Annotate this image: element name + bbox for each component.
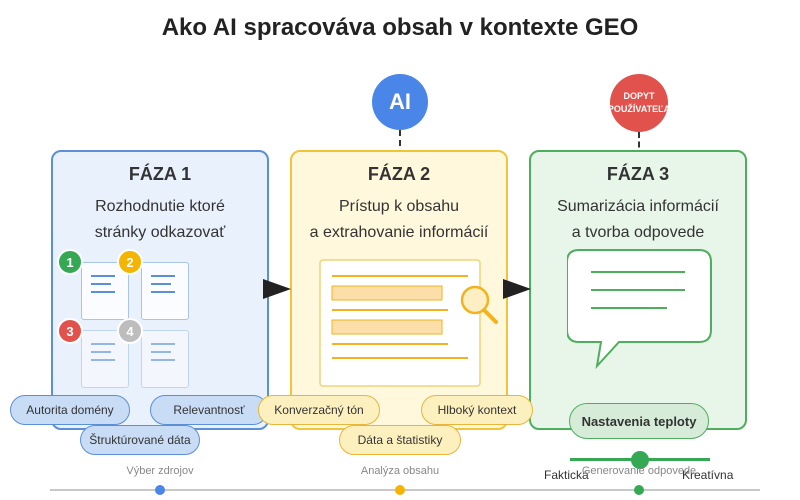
phase-1-desc-line2: stránky odkazovať (94, 224, 226, 241)
rank-badge-4: 4 (117, 318, 143, 344)
user-query-line2: POUŽÍVATEĽA (610, 104, 668, 114)
temperature-settings-label: Nastavenia teploty (581, 413, 697, 429)
phase-2-card: FÁZA 2 Prístup k obsahu a extrahovanie i… (290, 150, 508, 430)
tag-data-statistics: Dáta a štatistiky (339, 425, 461, 455)
page-title: Ako AI spracováva obsah v kontexte GEO (161, 14, 639, 41)
user-query-line1: DOPYT (623, 91, 655, 101)
phase-1-desc-line1: Rozhodnutie ktoré (95, 198, 225, 215)
temperature-settings-badge: Nastavenia teploty (569, 403, 709, 439)
phase-1-card: FÁZA 1 Rozhodnutie ktoré stránky odkazov… (51, 150, 269, 430)
rank-badge-3: 3 (57, 318, 83, 344)
document-page-icon (141, 262, 189, 320)
rank-badge-2: 2 (117, 249, 143, 275)
document-page-icon (141, 330, 189, 388)
ai-badge-label: AI (389, 89, 411, 114)
tag-conversational-tone: Konverzačný tón (258, 395, 380, 425)
arrow-right-icon (263, 279, 291, 299)
user-query-badge: DOPYT POUŽÍVATEĽA (610, 74, 668, 132)
timeline-label-source-selection: Výber zdrojov (126, 465, 194, 477)
phase-3-desc-line1: Sumarizácia informácií (557, 198, 719, 215)
phase-1-title: FÁZA 1 (128, 164, 192, 184)
arrow-right-icon (503, 279, 531, 299)
phase-2-desc-line1: Prístup k obsahu (338, 198, 460, 215)
timeline-dot-phase-3 (634, 485, 644, 495)
timeline-dot-phase-2 (395, 485, 405, 495)
tag-deep-context: Hlboký kontext (421, 395, 533, 425)
temperature-left-label: Faktická (544, 468, 589, 482)
rank-badge-1: 1 (57, 249, 83, 275)
chat-bubble-icon (567, 249, 712, 370)
phase-2-desc-line2: a extrahovanie informácií (309, 224, 489, 241)
document-extraction-icon (319, 259, 498, 387)
document-page-icon (81, 262, 129, 320)
phase-1-description: Rozhodnutie ktoré stránky odkazovať (53, 194, 267, 246)
phase-3-card: FÁZA 3 Sumarizácia informácií a tvorba o… (529, 150, 747, 430)
timeline-dot-phase-1 (155, 485, 165, 495)
document-page-icon (81, 330, 129, 388)
temperature-right-label: Kreatívna (682, 468, 734, 482)
tag-domain-authority: Autorita domény (10, 395, 130, 425)
timeline-label-content-analysis: Analýza obsahu (360, 465, 440, 477)
phase-3-title: FÁZA 3 (606, 164, 670, 184)
timeline-line (50, 489, 760, 491)
ai-badge: AI (372, 74, 428, 130)
timeline-label-response-generation: Generovanie odpovede (581, 465, 697, 477)
phase-2-title: FÁZA 2 (367, 164, 431, 184)
phase-3-description: Sumarizácia informácií a tvorba odpovede (531, 194, 745, 246)
tag-relevance: Relevantnosť (150, 395, 268, 425)
phase-3-desc-line2: a tvorba odpovede (571, 224, 705, 241)
tag-structured-data: Štruktúrované dáta (80, 425, 200, 455)
phase-2-description: Prístup k obsahu a extrahovanie informác… (292, 194, 506, 246)
temperature-slider-thumb[interactable] (631, 451, 649, 469)
